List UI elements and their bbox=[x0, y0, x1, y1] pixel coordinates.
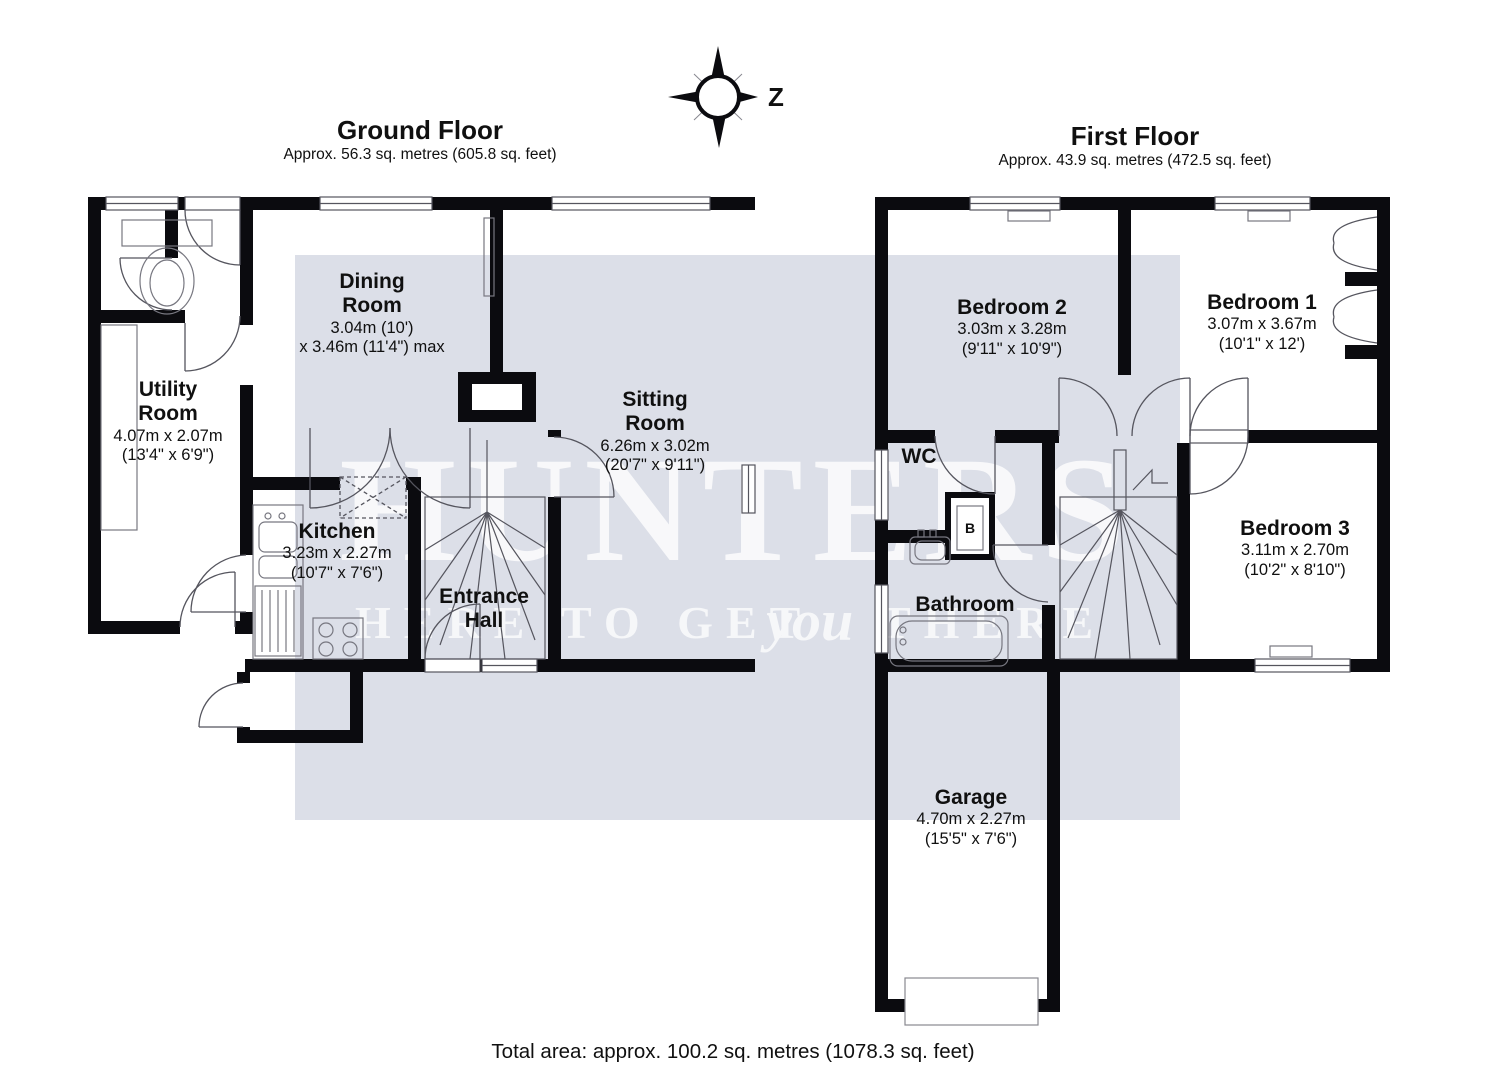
radiator-bedroom1 bbox=[1247, 210, 1291, 222]
radiator-bedroom2 bbox=[1007, 210, 1051, 222]
first-floor-title: First Floor Approx. 43.9 sq. metres (472… bbox=[998, 122, 1271, 171]
first-floor-stairs bbox=[1059, 449, 1178, 660]
radiator-bedroom3 bbox=[1269, 645, 1313, 658]
room-label-bathroom: Bathroom bbox=[915, 593, 1015, 616]
toilet-icon bbox=[121, 219, 213, 315]
first-floor-plan: B bbox=[874, 196, 1390, 1026]
wardrobe-doors bbox=[1332, 216, 1378, 344]
ground-floor-windows bbox=[105, 196, 756, 673]
first-floor-title-text: First Floor bbox=[1070, 121, 1200, 151]
chimney-inset bbox=[472, 384, 522, 410]
utility-worktop bbox=[100, 324, 138, 531]
boiler-label: B bbox=[965, 520, 975, 536]
basin-icon bbox=[909, 529, 951, 565]
bathtub-icon bbox=[889, 615, 1009, 667]
room-label-wc: WC bbox=[901, 445, 937, 468]
room-label-bedroom3: Bedroom 3 3.11m x 2.70m (10'2" x 8'10") bbox=[1240, 517, 1350, 579]
first-floor-doors bbox=[934, 216, 1378, 603]
watermark-tint-band bbox=[295, 255, 1180, 820]
boiler: B bbox=[951, 498, 989, 554]
ground-floor-title-text: Ground Floor bbox=[336, 115, 504, 145]
compass-icon: Z bbox=[668, 46, 784, 148]
kitchen-counter bbox=[252, 504, 304, 660]
hob-icon bbox=[312, 617, 364, 660]
room-label-bedroom1: Bedroom 1 3.07m x 3.67m (10'1" x 12') bbox=[1207, 291, 1317, 353]
ground-floor-fixtures bbox=[100, 217, 495, 660]
room-label-kitchen: Kitchen 3.23m x 2.27m (10'7" x 7'6") bbox=[282, 520, 392, 582]
ground-floor-plan bbox=[88, 196, 756, 743]
first-floor-subtitle: Approx. 43.9 sq. metres (472.5 sq. feet) bbox=[998, 151, 1272, 169]
room-label-sitting: Sitting Room 6.26m x 3.02m (20'7" x 9'11… bbox=[600, 388, 710, 475]
room-label-bedroom2: Bedroom 2 3.03m x 3.28m (9'11" x 10'9") bbox=[957, 296, 1067, 358]
first-floor-fixtures bbox=[889, 210, 1313, 1026]
watermark-tagline: HERE TO GET you THERE bbox=[355, 588, 1106, 653]
garage-door bbox=[904, 977, 1039, 1026]
ground-floor-title: Ground Floor Approx. 56.3 sq. metres (60… bbox=[283, 116, 556, 165]
ground-floor-doors bbox=[119, 209, 615, 728]
room-label-dining: Dining Room 3.04m (10') x 3.46m (11'4") … bbox=[299, 270, 445, 357]
room-label-entrance-hall: Entrance Hall bbox=[439, 585, 529, 633]
ground-floor-subtitle: Approx. 56.3 sq. metres (605.8 sq. feet) bbox=[283, 145, 557, 163]
room-label-utility: Utility Room 4.07m x 2.07m (13'4" x 6'9"… bbox=[113, 378, 223, 465]
radiator-dining bbox=[483, 217, 495, 297]
total-area-caption: Total area: approx. 100.2 sq. metres (10… bbox=[491, 1040, 975, 1063]
watermark-brand-text: HUNTERS bbox=[339, 427, 1134, 593]
ground-floor-stairs bbox=[424, 440, 546, 660]
room-label-garage: Garage 4.70m x 2.27m (15'5" x 7'6") bbox=[916, 786, 1026, 848]
first-floor-windows bbox=[874, 196, 1351, 673]
compass-label: Z bbox=[768, 82, 784, 112]
